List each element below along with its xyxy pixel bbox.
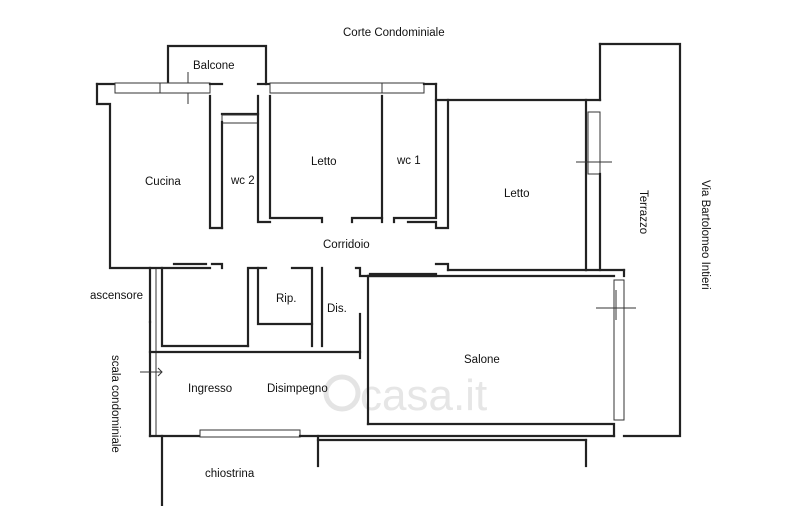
label-letto-1: Letto	[311, 156, 337, 168]
label-cucina: Cucina	[145, 176, 181, 188]
label-via-bartolomeo-intieri: Via Bartolomeo Intieri	[699, 180, 711, 290]
label-ingresso: Ingresso	[188, 383, 232, 395]
label-dis: Dis.	[327, 303, 347, 315]
label-rip: Rip.	[276, 293, 296, 305]
label-salone: Salone	[464, 354, 500, 366]
label-terrazzo: Terrazzo	[637, 190, 649, 234]
label-wc1: wc 1	[396, 155, 421, 167]
label-corte-condominiale: Corte Condominiale	[343, 27, 445, 39]
right-bedroom-walls	[446, 98, 612, 272]
label-chiostrina: chiostrina	[205, 468, 255, 480]
balcony	[166, 44, 268, 104]
watermark-text: casa.it	[360, 371, 487, 420]
label-wc2: wc 2	[230, 175, 255, 187]
label-ascensore: ascensore	[90, 290, 143, 302]
lower-partitions	[148, 274, 616, 506]
label-balcone: Balcone	[193, 60, 235, 72]
label-disimpegno: Disimpegno	[267, 383, 328, 395]
middle-partitions	[148, 262, 450, 360]
left-wall	[95, 82, 163, 438]
watermark: casa.it	[323, 371, 487, 420]
top-wall	[95, 82, 602, 124]
terrace	[584, 42, 682, 438]
upper-partitions	[208, 94, 450, 230]
label-corridoio: Corridoio	[323, 239, 370, 251]
label-letto-2: Letto	[504, 188, 530, 200]
label-scala-condominiale: scala condominiale	[109, 355, 121, 453]
